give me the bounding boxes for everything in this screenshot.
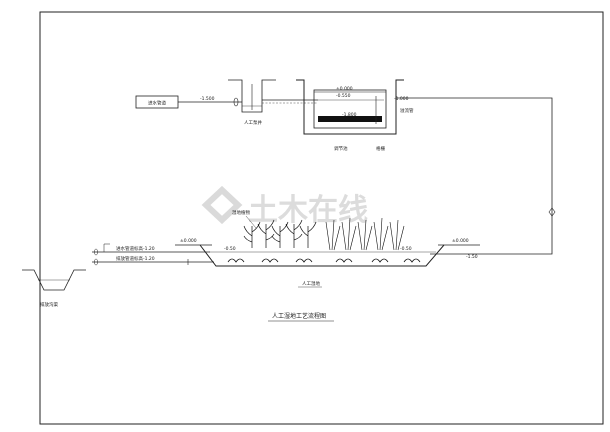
reed-icon bbox=[373, 217, 389, 251]
wetland-left-water-elev: -0.50 bbox=[224, 246, 236, 252]
wetland-right-outlet-elev: -1.50 bbox=[466, 254, 478, 260]
tank-outlet-pipe bbox=[396, 97, 553, 255]
watermark: 土木在线 bbox=[201, 185, 368, 228]
tank-name: 调节池 bbox=[334, 145, 348, 152]
source-box-label: 进水管道 bbox=[148, 100, 166, 107]
media-mark bbox=[261, 258, 279, 263]
tank-side-label: 格栅 bbox=[376, 145, 385, 152]
tank-walls bbox=[296, 79, 404, 135]
left-valve-upper-icon bbox=[94, 248, 98, 256]
plant-icon bbox=[299, 221, 317, 248]
plant-icon bbox=[285, 219, 303, 248]
pump-well bbox=[228, 79, 276, 113]
plant-icon bbox=[271, 221, 289, 248]
wetland-plants-broadleaf bbox=[243, 219, 317, 248]
left-pipe-lower-label: 排放管道标高-1.20 bbox=[116, 255, 155, 262]
wetland-basin bbox=[199, 244, 445, 267]
watermark-text: 土木在线 bbox=[248, 193, 368, 228]
tank-bottom-elev: -1.800 bbox=[342, 112, 357, 118]
reed-icon bbox=[341, 217, 357, 251]
drawing-frame bbox=[39, 11, 604, 425]
inlet-valve-icon bbox=[233, 97, 239, 107]
inlet-elev-label: -1.500 bbox=[200, 96, 215, 102]
media-mark bbox=[371, 258, 389, 263]
pump-well-label: 人工泵井 bbox=[244, 119, 262, 126]
wetland-right-water-elev: -0.50 bbox=[400, 246, 412, 252]
discharge-ditch bbox=[22, 269, 86, 291]
wetland-media bbox=[227, 258, 421, 263]
plant-label-leader bbox=[245, 215, 257, 229]
left-valve-lower-icon bbox=[94, 258, 98, 266]
reed-icon bbox=[325, 219, 341, 251]
outlet-valve-icon bbox=[548, 207, 556, 217]
media-mark bbox=[227, 258, 245, 263]
left-pipe-upper-label: 进水管道标高-1.20 bbox=[116, 245, 155, 252]
left-pipe-upper-riser bbox=[103, 243, 110, 252]
reed-icon bbox=[357, 219, 373, 251]
tank-top-elev: ±0.000 bbox=[336, 86, 353, 92]
watermark-logo-icon bbox=[201, 185, 243, 225]
wetland-plants-reeds bbox=[325, 217, 405, 251]
tank-right-note: 溢流管 bbox=[400, 107, 414, 114]
tank-inner bbox=[313, 89, 387, 129]
wetland-name: 人工湿地 bbox=[302, 280, 320, 287]
wetland-left-top-elev: ±0.000 bbox=[180, 238, 197, 244]
plant-label: 湿地植物 bbox=[232, 209, 250, 216]
wetland-right-top-elev: ±0.000 bbox=[452, 238, 469, 244]
plant-icon bbox=[243, 221, 261, 248]
media-mark bbox=[295, 258, 313, 263]
tank-water-elev: -0.550 bbox=[336, 93, 351, 99]
tank-media-bed bbox=[318, 116, 382, 122]
ditch-name: 排放沟渠 bbox=[40, 301, 58, 308]
diagram-title: 人工湿地工艺流程图 bbox=[272, 312, 326, 320]
plant-icon bbox=[257, 219, 275, 248]
media-mark bbox=[335, 258, 353, 263]
media-mark bbox=[403, 258, 421, 263]
reed-icon bbox=[389, 219, 405, 251]
tank-in-elev: -1.000 bbox=[394, 96, 409, 102]
